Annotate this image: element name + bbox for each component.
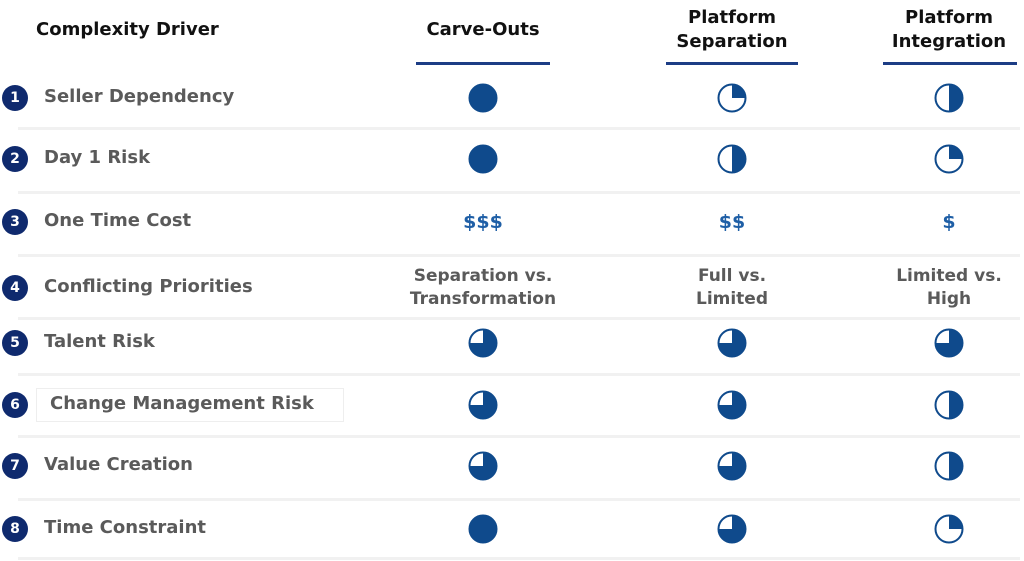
row-divider (18, 498, 1020, 501)
harvey-ball-icon (393, 133, 573, 185)
column-underline (666, 62, 798, 65)
priority-text-line1: Full vs. (697, 266, 767, 286)
priority-text-line2: Transformation (409, 289, 557, 309)
row-label: Talent Risk (44, 331, 155, 352)
harvey-ball-icon (642, 440, 822, 492)
harvey-ball-icon (642, 133, 822, 185)
harvey-ball-icon (393, 317, 573, 369)
column-underline (416, 62, 550, 65)
column-header-line2: Separation (676, 31, 788, 52)
column-underline (883, 62, 1017, 65)
harvey-ball-icon (859, 317, 1024, 369)
harvey-ball-icon (859, 72, 1024, 124)
cost-rating-text: $$$ (463, 211, 503, 233)
column-header-line1: Carve-Outs (426, 19, 540, 40)
priority-text-line1: Limited vs. (896, 266, 1002, 286)
harvey-ball-icon (393, 379, 573, 431)
row-number-badge: 3 (2, 209, 28, 235)
row-number-badge: 6 (2, 392, 28, 418)
harvey-ball-icon (859, 379, 1024, 431)
harvey-ball-icon (642, 72, 822, 124)
priority-text: Separation vs. Transformation (393, 262, 573, 314)
row-number-badge: 8 (2, 516, 28, 542)
harvey-ball-icon (393, 72, 573, 124)
harvey-ball-icon (859, 133, 1024, 185)
column-header-line1: Platform (688, 7, 776, 28)
priority-text: Full vs. Limited (642, 262, 822, 314)
harvey-ball-icon (393, 503, 573, 555)
priority-text-line2: High (926, 289, 972, 309)
row-label: Value Creation (44, 454, 193, 475)
row-number-badge: 4 (2, 275, 28, 301)
harvey-ball-icon (642, 503, 822, 555)
cost-rating: $$ (642, 196, 822, 248)
row-label: Change Management Risk (50, 393, 314, 414)
harvey-ball-icon (859, 503, 1024, 555)
cost-rating-text: $$ (718, 211, 746, 233)
row-divider (18, 127, 1020, 130)
row-label: Conflicting Priorities (44, 276, 253, 297)
row-divider (18, 254, 1020, 257)
cost-rating: $$$ (393, 196, 573, 248)
column-header-platform-integration: Platform Integration (880, 6, 1018, 54)
priority-text: Limited vs. High (859, 262, 1024, 314)
priority-text-line1: Separation vs. (413, 266, 553, 286)
row-label: Seller Dependency (44, 86, 235, 107)
row-number-badge: 2 (2, 146, 28, 172)
priority-text-line2: Limited (695, 289, 769, 309)
row-label: Time Constraint (44, 517, 206, 538)
row-divider (18, 373, 1020, 376)
harvey-ball-icon (859, 440, 1024, 492)
harvey-ball-icon (642, 379, 822, 431)
row-divider (18, 317, 1020, 320)
row-divider (18, 191, 1020, 194)
column-header-line2: Integration (891, 31, 1007, 52)
row-number-badge: 1 (2, 85, 28, 111)
row-label: One Time Cost (44, 210, 192, 231)
harvey-ball-icon (393, 440, 573, 492)
row-number-badge: 5 (2, 330, 28, 356)
cost-rating-text: $ (942, 211, 956, 233)
row-label: Day 1 Risk (44, 147, 151, 168)
column-header-carve-outs: Carve-Outs (414, 18, 552, 42)
harvey-ball-icon (642, 317, 822, 369)
row-divider (18, 435, 1020, 438)
row-label-highlight-box (36, 388, 344, 422)
column-header-platform-separation: Platform Separation (664, 6, 800, 54)
column-header-line1: Platform (905, 7, 993, 28)
driver-column-header: Complexity Driver (36, 19, 219, 40)
row-divider (18, 557, 1020, 560)
row-number-badge: 7 (2, 453, 28, 479)
cost-rating: $ (859, 196, 1024, 248)
